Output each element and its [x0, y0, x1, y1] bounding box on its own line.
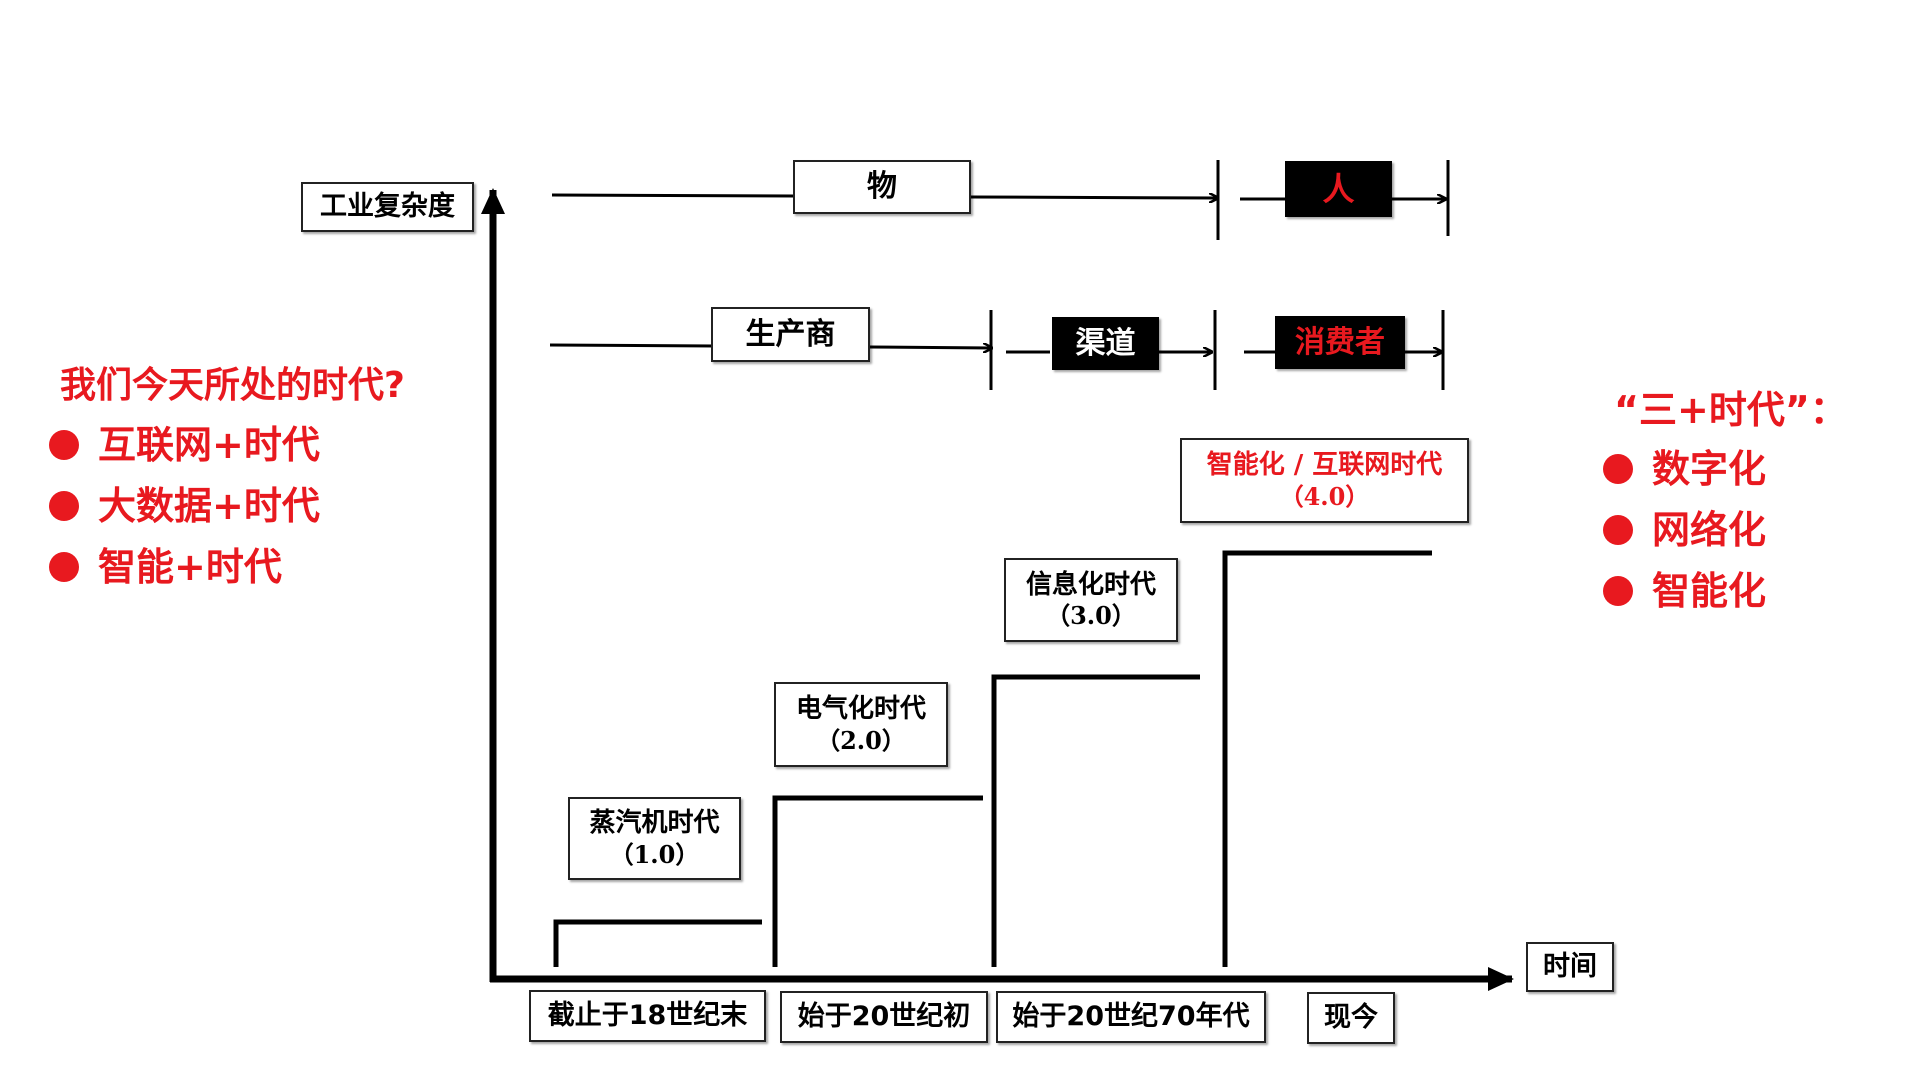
flow-bottom-node-producer: 生产商 — [711, 307, 870, 362]
left-bullet-3-text: 智能+时代 — [98, 545, 282, 589]
left-panel: 我们今天所处的时代? 互联网+时代 大数据+时代 智能+时代 — [44, 357, 484, 598]
step-line-1 — [553, 919, 762, 967]
stage-1-version: （1.0） — [609, 839, 700, 869]
left-bullet-2-text: 大数据+时代 — [98, 484, 320, 528]
flow-top-node-people-label: 人 — [1322, 170, 1355, 208]
period-box-2: 始于20世纪初 — [780, 991, 988, 1043]
flow-bottom-node-consumer: 消费者 — [1275, 316, 1405, 369]
flow-bottom-node-channel: 渠道 — [1052, 317, 1159, 370]
bullet-dot-icon — [1603, 454, 1633, 484]
left-bullet-3: 智能+时代 — [44, 537, 484, 598]
left-bullet-2: 大数据+时代 — [44, 476, 484, 537]
stage-box-1: 蒸汽机时代 （1.0） — [568, 797, 741, 880]
stage-box-2: 电气化时代 （2.0） — [774, 682, 948, 767]
period-box-4: 现今 — [1307, 992, 1395, 1044]
period-box-1: 截止于18世纪末 — [529, 990, 766, 1042]
right-panel-title: “三+时代”： — [1614, 388, 1848, 432]
period-box-3: 始于20世纪70年代 — [996, 991, 1266, 1043]
y-axis-label: 工业复杂度 — [301, 182, 474, 232]
right-bullet-1: 数字化 — [1600, 439, 1900, 500]
right-bullet-2-text: 网络化 — [1652, 508, 1767, 552]
stage-3-name: 信息化时代 — [1025, 569, 1156, 600]
flow-bottom-node-consumer-label: 消费者 — [1295, 324, 1385, 360]
x-axis-label: 时间 — [1526, 942, 1614, 992]
stage-2-version: （2.0） — [816, 725, 906, 755]
flow-bottom-line-a — [549, 343, 716, 348]
step-line-2 — [772, 795, 983, 967]
left-bullet-1: 互联网+时代 — [44, 415, 484, 476]
flow-top-node-people: 人 — [1285, 161, 1392, 217]
stage-box-3: 信息化时代 （3.0） — [1004, 558, 1178, 642]
bullet-dot-icon — [49, 552, 79, 582]
flow-top-node-goods: 物 — [793, 160, 971, 214]
stage-2-name: 电气化时代 — [795, 694, 926, 725]
stage-1-name: 蒸汽机时代 — [589, 808, 720, 839]
right-panel: “三+时代”： 数字化 网络化 智能化 — [1600, 381, 1900, 622]
bullet-dot-icon — [49, 430, 79, 460]
flow-bottom-arrow-1 — [869, 347, 992, 348]
stage-4-version: （4.0） — [1279, 481, 1370, 511]
flow-bottom-node-channel-label: 渠道 — [1075, 325, 1136, 361]
left-bullet-1-text: 互联网+时代 — [98, 423, 320, 467]
step-line-4 — [1222, 550, 1432, 967]
right-bullet-1-text: 数字化 — [1652, 447, 1767, 491]
flow-top-line-a — [551, 193, 796, 198]
flow-top-arrow-1 — [970, 197, 1218, 198]
bullet-dot-icon — [1603, 576, 1633, 606]
bullet-dot-icon — [49, 491, 79, 521]
left-panel-title: 我们今天所处的时代? — [60, 365, 405, 406]
stage-box-4: 智能化 / 互联网时代 （4.0） — [1180, 438, 1469, 523]
right-bullet-3-text: 智能化 — [1652, 569, 1767, 613]
step-line-3 — [991, 674, 1200, 967]
bullet-dot-icon — [1603, 515, 1633, 545]
right-bullet-2: 网络化 — [1600, 500, 1900, 561]
stage-4-name: 智能化 / 互联网时代 — [1206, 450, 1443, 481]
stage-3-version: （3.0） — [1046, 601, 1136, 631]
right-bullet-3: 智能化 — [1600, 561, 1900, 622]
